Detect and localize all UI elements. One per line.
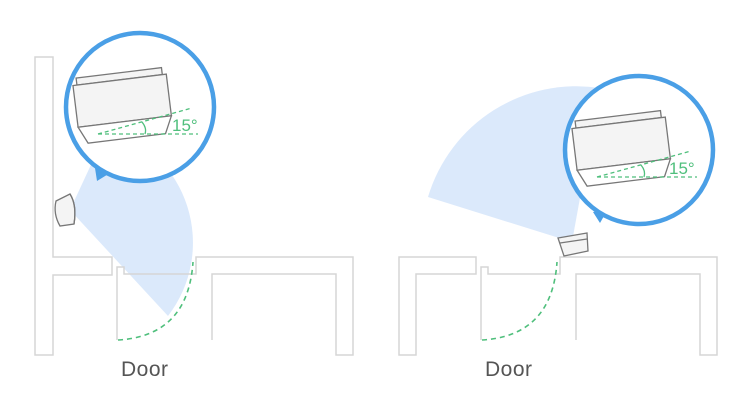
door-caption-right: Door	[485, 358, 533, 381]
angle-tilt-line-right	[596, 150, 692, 178]
scene-right: 15°	[398, 73, 718, 356]
wall-outline-left	[34, 56, 113, 356]
angle-label-left: 15°	[172, 116, 198, 135]
sensor-device-left	[54, 193, 76, 227]
magnifier-callout-right: 15°	[562, 73, 716, 227]
magnifier-callout-left: 15°	[63, 30, 217, 184]
angle-label-right: 15°	[669, 159, 695, 178]
zoomed-sensor-right	[571, 109, 672, 187]
field-of-view-right	[428, 86, 600, 243]
angle-tilt-line-left	[97, 107, 193, 135]
angle-arc-left	[141, 121, 147, 135]
wall-outline-right	[398, 256, 477, 356]
zoomed-sensor-left	[72, 66, 173, 144]
door-frame-right	[480, 256, 718, 356]
sensor-device-right	[557, 232, 589, 257]
door-frame-left	[116, 256, 354, 356]
door-caption-left: Door	[121, 358, 169, 381]
angle-arc-right	[640, 164, 646, 178]
scene-left: 15°	[34, 30, 354, 356]
